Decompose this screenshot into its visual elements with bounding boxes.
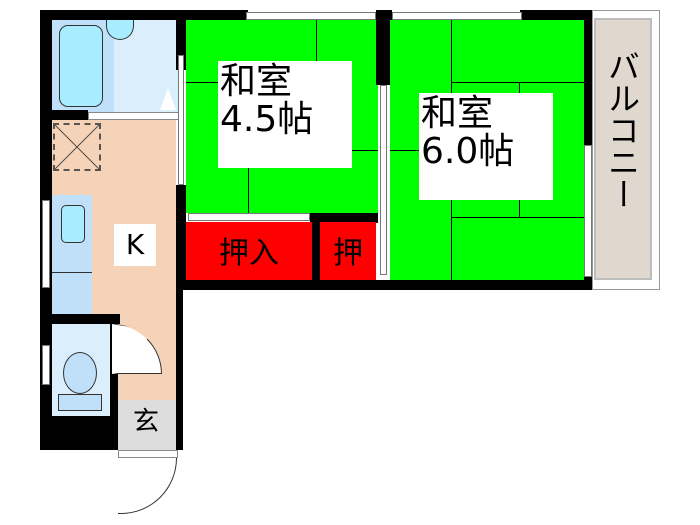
tatami-line xyxy=(248,168,249,213)
closet-small xyxy=(320,222,376,280)
tatami-line xyxy=(390,150,420,151)
closet-small-label: 押 xyxy=(333,236,363,271)
window-left-toilet xyxy=(42,345,50,385)
bath-threshold xyxy=(88,112,180,120)
kitchen-sink-icon xyxy=(61,205,85,243)
stove-divider xyxy=(52,272,92,273)
bathtub-icon xyxy=(59,25,103,107)
room2-name: 和室 xyxy=(421,93,494,134)
kitchen-label: K xyxy=(114,224,156,266)
sliding-door-rooms xyxy=(380,85,387,275)
outer-wall-top-mid xyxy=(178,10,248,22)
tatami-line xyxy=(451,82,584,83)
balcony-label: バルコニー xyxy=(603,50,641,210)
closet-large xyxy=(186,222,312,280)
wall-room-divider xyxy=(376,10,390,85)
closet-large-label: 押入 xyxy=(219,236,279,271)
wall-bath-bottom xyxy=(52,110,88,120)
room2-label: 和室 6.0帖 xyxy=(419,93,553,200)
toilet-tank-icon xyxy=(58,394,102,411)
window-left-kitchen xyxy=(42,200,50,288)
wall-toilet-top xyxy=(52,314,120,324)
tatami-line xyxy=(451,217,584,218)
wall-room1-left-low xyxy=(176,185,186,285)
entrance xyxy=(118,400,176,450)
room1-size: 4.5帖 xyxy=(220,98,314,140)
toilet-bowl-icon xyxy=(63,352,97,394)
tatami-line xyxy=(352,150,378,151)
outer-wall-bottom-rooms xyxy=(175,280,593,290)
room1-label: 和室 4.5帖 xyxy=(218,61,352,168)
tatami-line xyxy=(316,20,317,62)
bath-door-icon xyxy=(160,88,176,110)
room1-name: 和室 xyxy=(220,61,293,102)
entry-door-threshold xyxy=(118,450,178,458)
window-top-2 xyxy=(392,12,522,20)
closet-door xyxy=(188,213,310,221)
window-top-1 xyxy=(246,12,376,20)
outer-wall-top-right xyxy=(520,10,592,22)
entry-door-swing xyxy=(118,458,177,514)
window-balcony xyxy=(584,145,592,277)
window-room1-left xyxy=(178,55,184,185)
wall-toilet-right xyxy=(110,320,118,430)
entrance-label: 玄 xyxy=(132,407,159,437)
wall-room1-left xyxy=(176,10,186,70)
wall-closet-div xyxy=(312,222,320,282)
balcony xyxy=(594,18,652,280)
wall-closet-top xyxy=(310,213,378,223)
ventilation-hood-icon xyxy=(53,123,101,171)
room2-size: 6.0帖 xyxy=(421,130,515,172)
outer-wall-right xyxy=(584,10,593,145)
outer-wall-right-k xyxy=(175,280,183,450)
tatami-line xyxy=(186,82,220,83)
wall-toilet-bottom xyxy=(52,416,118,450)
outer-wall-top-left xyxy=(40,10,180,22)
